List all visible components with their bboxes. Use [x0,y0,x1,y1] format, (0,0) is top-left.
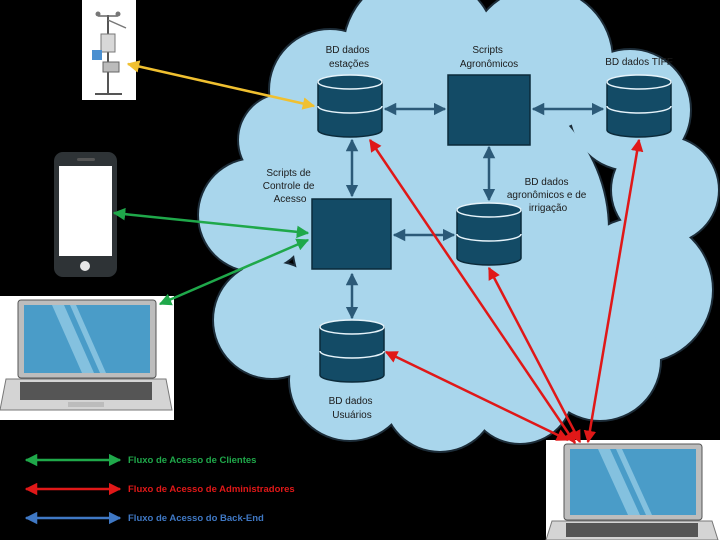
legend-label-clients: Fluxo de Acesso de Clientes [128,455,256,466]
node-bd-agro-irrigacao [456,202,522,266]
label-scripts-controle: Scripts de Controle de Acesso [263,168,317,205]
admin-laptop-icon [545,440,720,540]
label-bd-tiff: BD dados TIFF [605,57,673,68]
client-flow-laptop [158,238,310,306]
node-bd-estacoes [317,74,383,138]
admin-flows [368,138,644,445]
node-bd-usuarios [319,319,385,383]
legend-label-admins: Fluxo de Acesso de Administradores [128,484,295,495]
client-laptop-icon [0,296,174,420]
weather-station-icon [82,0,136,100]
legend-label-backend: Fluxo de Acesso do Back-End [128,513,264,524]
admin-flow-tiff [583,138,644,444]
admin-flow-usuarios [384,350,570,442]
label-bd-usuarios: BD dados Usuários [329,396,376,421]
label-scripts-agronomicos: Scripts Agronômicos [460,45,518,70]
smartphone-icon [54,152,117,277]
node-scripts-agronomicos [447,74,531,146]
legend: Fluxo de Acesso de Clientes Fluxo de Ace… [24,453,295,525]
node-scripts-controle-acesso [311,198,392,270]
label-bd-estacoes: BD dados estações [326,45,373,70]
station-flow-arrow [126,60,316,110]
client-flow-phone [112,207,310,239]
node-bd-tiff [606,74,672,138]
client-flows [112,207,310,306]
